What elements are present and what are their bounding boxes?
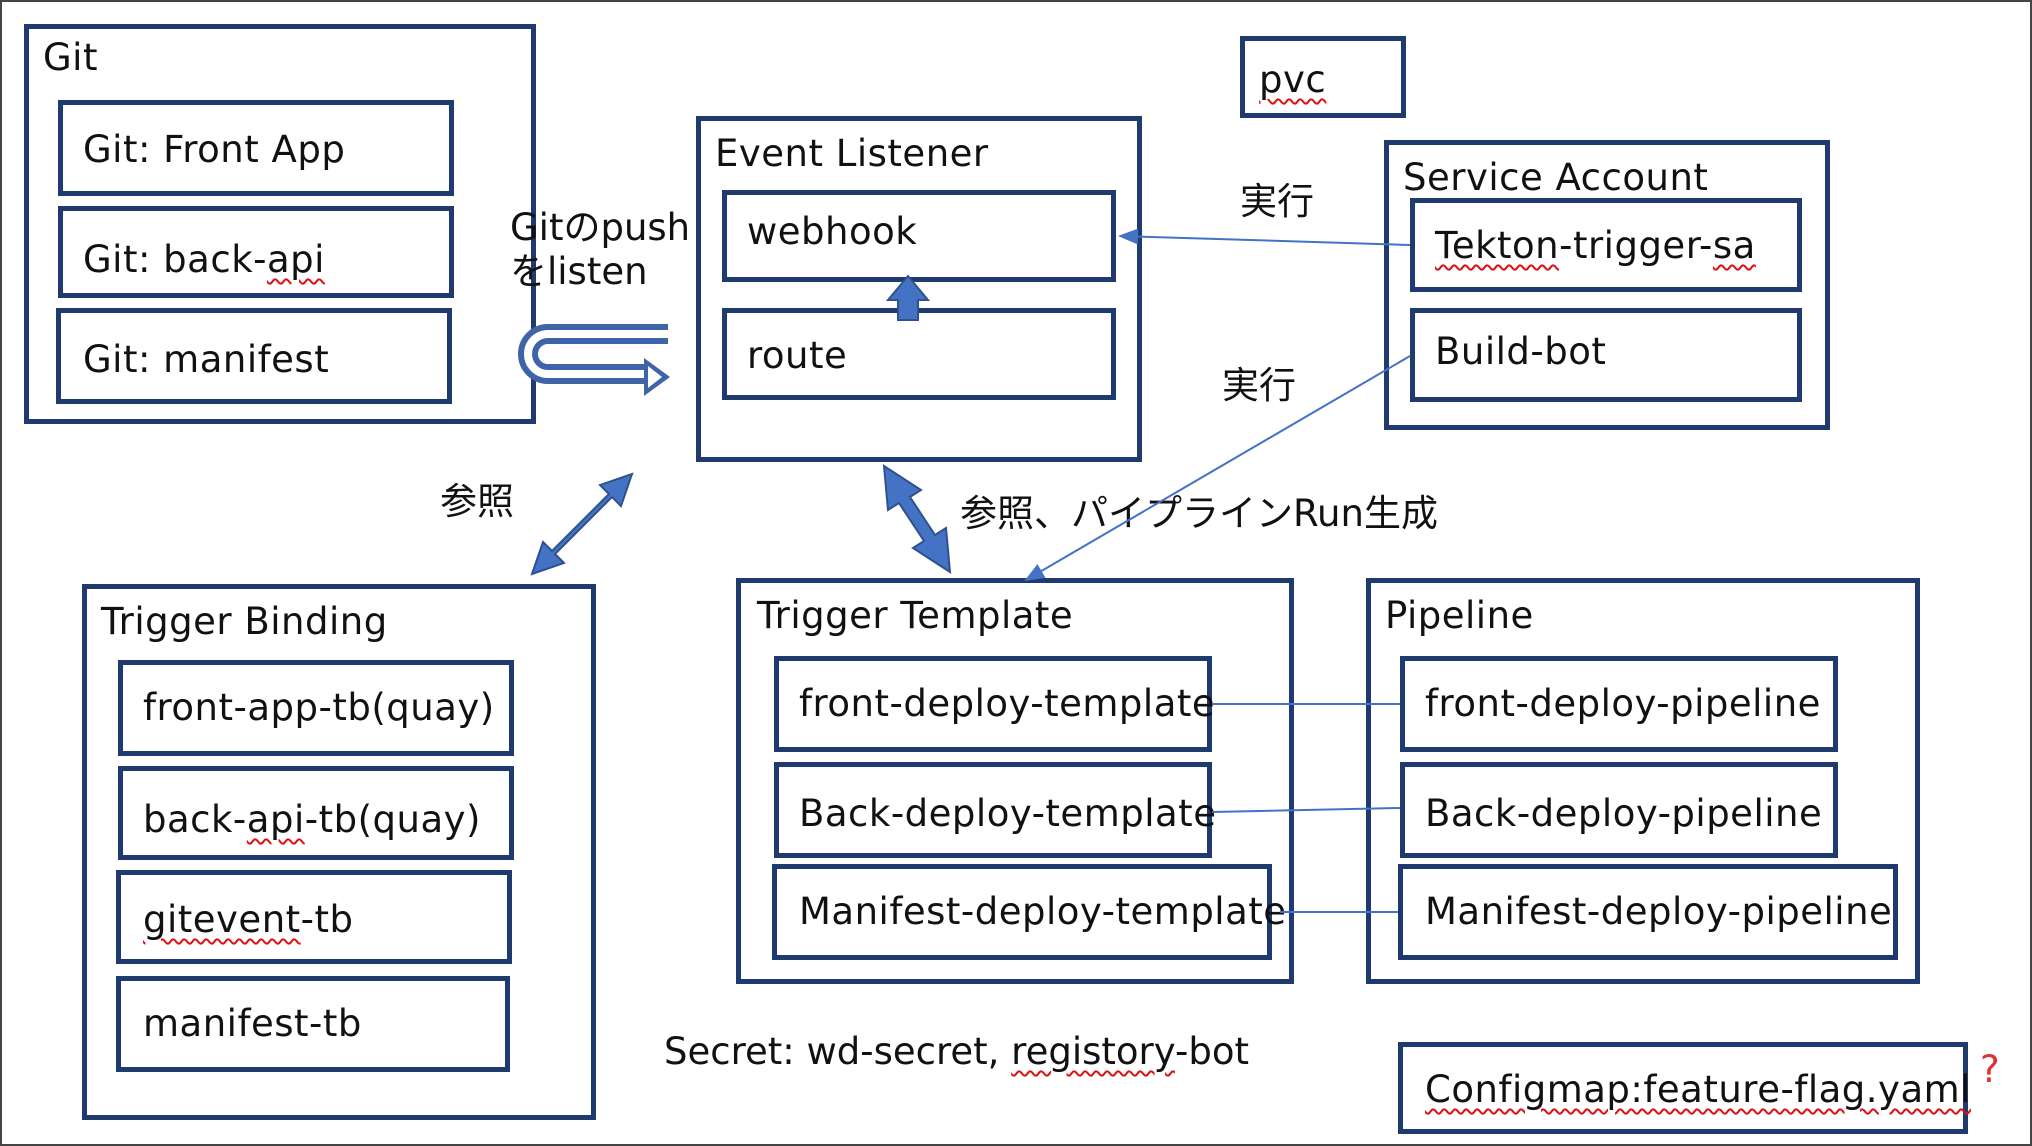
pipeline-title: Pipeline [1385, 594, 1534, 637]
pvc-label: pvc [1259, 58, 1327, 101]
back-deploy-pipeline-label: Back-deploy-pipeline [1425, 792, 1823, 835]
trigger-binding-title: Trigger Binding [101, 600, 388, 643]
webhook-box: webhook [722, 190, 1116, 282]
route-label: route [747, 334, 848, 377]
tekton-trigger-sa-box: Tekton-trigger-sa [1410, 198, 1802, 292]
git-back-api-label: Git: back-api [83, 238, 325, 281]
gitevent-tb-box: gitevent-tb [116, 870, 512, 964]
git-front-app-box: Git: Front App [58, 100, 454, 196]
tekton-trigger-sa-label: Tekton-trigger-sa [1435, 224, 1756, 267]
manifest-deploy-template-label: Manifest-deploy-template [799, 890, 1287, 933]
git-back-api-box: Git: back-api [58, 206, 454, 298]
event-listener-title: Event Listener [715, 132, 989, 175]
front-deploy-template-label: front-deploy-template [799, 682, 1216, 725]
build-bot-label: Build-bot [1435, 330, 1607, 373]
back-deploy-template-label: Back-deploy-template [799, 792, 1217, 835]
tekton-sa-to-webhook-line [1118, 228, 1411, 246]
ref-double-arrow-binding [530, 472, 634, 576]
ref-double-arrow-template [882, 464, 952, 574]
secret-label: Secret: wd-secret, registory-bot [664, 1030, 1249, 1073]
question-mark: ? [1980, 1048, 2000, 1091]
manifest-deploy-pipeline-label: Manifest-deploy-pipeline [1425, 890, 1893, 933]
webhook-label: webhook [747, 210, 918, 253]
front-app-tb-label: front-app-tb(quay) [143, 686, 495, 729]
exec-label-tekton: 実行 [1240, 180, 1314, 223]
git-push-annotation: Gitのpush をlisten [510, 206, 690, 295]
back-deploy-pipeline-box: Back-deploy-pipeline [1400, 762, 1838, 858]
manifest-tb-label: manifest-tb [143, 1002, 362, 1045]
front-app-tb-box: front-app-tb(quay) [118, 660, 514, 756]
build-bot-box: Build-bot [1410, 308, 1802, 402]
back-api-tb-box: back-api-tb(quay) [118, 766, 514, 860]
pvc-box: pvc [1240, 36, 1406, 118]
front-deploy-template-box: front-deploy-template [774, 656, 1216, 752]
ref-label: 参照 [440, 480, 514, 523]
git-push-line1: Gitのpush [510, 206, 691, 249]
back-api-tb-label: back-api-tb(quay) [143, 798, 481, 841]
configmap-label: Configmap:feature-flag.yaml [1425, 1068, 1971, 1111]
gitevent-tb-label: gitevent-tb [143, 898, 354, 941]
git-group-title: Git [43, 36, 98, 79]
ref-pipeline-run-label: 参照、パイプラインRun生成 [960, 492, 1438, 535]
event-listener-group: Event Listener [696, 116, 1142, 462]
service-account-title: Service Account [1403, 156, 1709, 199]
route-box: route [722, 308, 1116, 400]
git-manifest-box: Git: manifest [56, 308, 452, 404]
manifest-tb-box: manifest-tb [116, 976, 510, 1072]
git-manifest-label: Git: manifest [83, 338, 330, 381]
git-to-listener-uturn-arrow [518, 324, 670, 396]
manifest-deploy-template-box: Manifest-deploy-template [772, 864, 1286, 960]
manifest-deploy-pipeline-box: Manifest-deploy-pipeline [1398, 864, 1898, 960]
trigger-template-title: Trigger Template [757, 594, 1074, 637]
git-push-line2: をlisten [510, 250, 648, 294]
git-front-app-label: Git: Front App [83, 128, 346, 171]
front-deploy-pipeline-box: front-deploy-pipeline [1400, 656, 1838, 752]
exec-label-buildbot: 実行 [1222, 364, 1296, 407]
front-deploy-pipeline-label: front-deploy-pipeline [1425, 682, 1821, 725]
configmap-box: Configmap:feature-flag.yaml [1398, 1042, 1971, 1134]
back-deploy-template-box: Back-deploy-template [774, 762, 1216, 858]
